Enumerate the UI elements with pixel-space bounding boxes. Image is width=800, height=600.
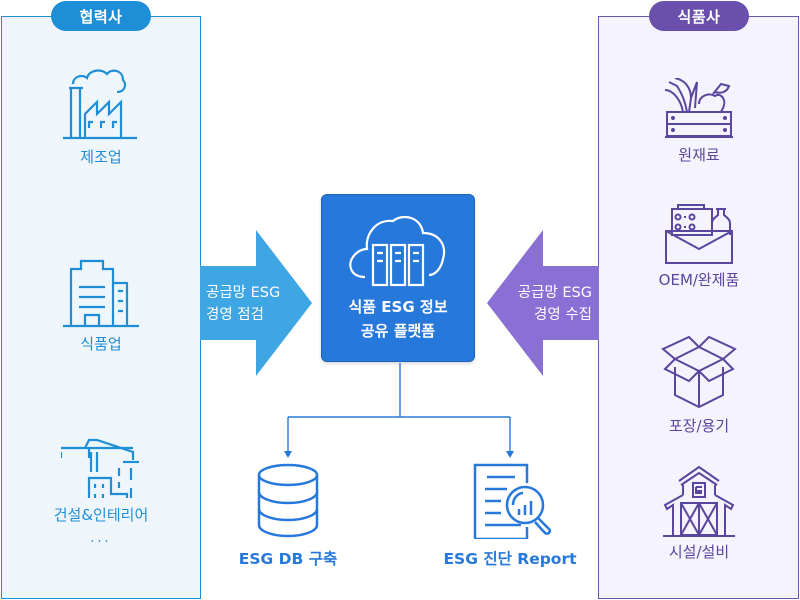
partner-item-manufacturing: 제조업	[1, 66, 201, 167]
output-esg-report: ESG 진단 Report	[430, 463, 590, 569]
product-package-icon	[665, 204, 733, 264]
crane-construction-icon	[61, 438, 139, 498]
more-ellipsis: ...	[90, 531, 112, 546]
produce-crate-icon	[664, 78, 733, 138]
left-arrow-line1: 공급망 ESG	[206, 285, 281, 301]
right-arrow-label: 공급망 ESG 경영 수집	[508, 282, 592, 326]
left-arrow-label: 공급망 ESG 경영 점검	[206, 282, 280, 326]
report-analysis-icon	[473, 463, 552, 539]
food-item-packaging: 포장/용기	[599, 333, 799, 436]
partner-panel-title: 협력사	[51, 1, 151, 31]
inbound-arrow-left	[487, 230, 599, 376]
right-arrow-line2: 경영 수집	[534, 307, 592, 323]
platform-title-line1: 식품 ESG 정보	[348, 298, 448, 316]
partner-item-construction: 건설&인테리어 ...	[1, 438, 201, 546]
food-company-panel	[598, 16, 799, 599]
inbound-arrow-right	[200, 230, 312, 376]
food-item-label: OEM/완제품	[658, 271, 740, 289]
factory-icon	[63, 69, 137, 140]
partner-item-food: 식품업	[1, 257, 201, 354]
food-item-raw-material: 원재료	[599, 78, 799, 165]
output-esg-db: ESG DB 구축	[238, 463, 338, 569]
buildings-icon	[63, 259, 139, 328]
platform-title-line2: 공유 플랫폼	[360, 322, 436, 340]
left-arrow-line2: 경영 점검	[206, 307, 264, 323]
food-item-label: 시설/설비	[668, 543, 730, 561]
arrowhead-db	[284, 451, 292, 458]
food-item-facility: 시설/설비	[599, 465, 799, 562]
partner-item-label: 식품업	[80, 335, 122, 353]
food-item-oem-product: OEM/완제품	[599, 203, 799, 290]
cloud-server-icon	[349, 215, 446, 287]
food-item-label: 원재료	[678, 146, 720, 164]
partner-item-label: 건설&인테리어	[53, 506, 149, 524]
partner-item-label: 제조업	[80, 148, 122, 166]
output-label: ESG DB 구축	[238, 550, 338, 568]
esg-platform-box: 식품 ESG 정보 공유 플랫폼	[321, 194, 475, 362]
arrowhead-report	[506, 451, 514, 458]
open-box-icon	[661, 335, 737, 409]
output-label: ESG 진단 Report	[443, 550, 577, 568]
right-arrow-line1: 공급망 ESG	[517, 285, 592, 301]
database-icon	[257, 463, 319, 538]
food-item-label: 포장/용기	[668, 417, 730, 435]
barn-icon	[663, 465, 735, 537]
food-company-panel-title: 식품사	[649, 1, 749, 31]
